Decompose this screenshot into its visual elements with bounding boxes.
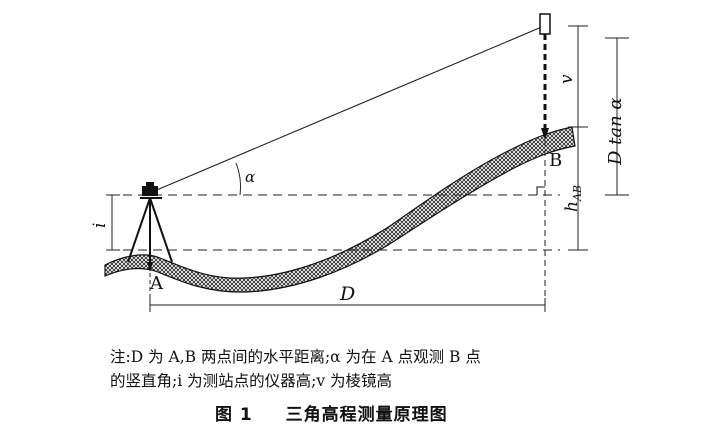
right-angle-marker xyxy=(536,186,545,195)
diagram-note: 注:D 为 A,B 两点间的水平距离;α 为在 A 点观测 B 点 的竖直角;i… xyxy=(110,345,670,393)
height-diff-main: h xyxy=(562,201,582,212)
total-station-instrument xyxy=(127,182,173,272)
distance-label: D xyxy=(339,283,355,305)
height-diff-subscript: AB xyxy=(571,185,584,202)
point-a-label: A xyxy=(149,273,164,294)
point-b-label: B xyxy=(549,150,562,171)
prism-pole xyxy=(539,13,551,140)
terrain-hatch xyxy=(104,126,576,293)
d-tan-alpha-dimension xyxy=(605,37,629,196)
height-difference-label: hAB xyxy=(562,185,584,212)
height-difference-dimension xyxy=(568,127,588,251)
d-tan-alpha-text: D tan α xyxy=(605,97,626,166)
figure-title: 三角高程测量原理图 xyxy=(285,405,448,425)
distance-dimension xyxy=(149,266,546,312)
d-tan-alpha-label: D tan α xyxy=(605,97,626,166)
instrument-height-label: i xyxy=(90,223,110,228)
figure-number: 图 1 xyxy=(215,405,253,425)
trigonometric-leveling-diagram: A B D i v α D tan α hAB xyxy=(90,13,629,312)
note-line-2: 的竖直角;i 为测站点的仪器高;v 为棱镜高 xyxy=(110,372,393,390)
angle-arc xyxy=(235,162,241,196)
figure-caption: 图 1 三角高程测量原理图 xyxy=(215,400,535,425)
prism-height-label: v xyxy=(557,74,577,84)
note-line-1: 注:D 为 A,B 两点间的水平距离;α 为在 A 点观测 B 点 xyxy=(110,348,481,366)
line-of-sight xyxy=(151,25,545,193)
angle-label: α xyxy=(245,168,255,186)
instrument-height-dimension xyxy=(106,194,120,251)
